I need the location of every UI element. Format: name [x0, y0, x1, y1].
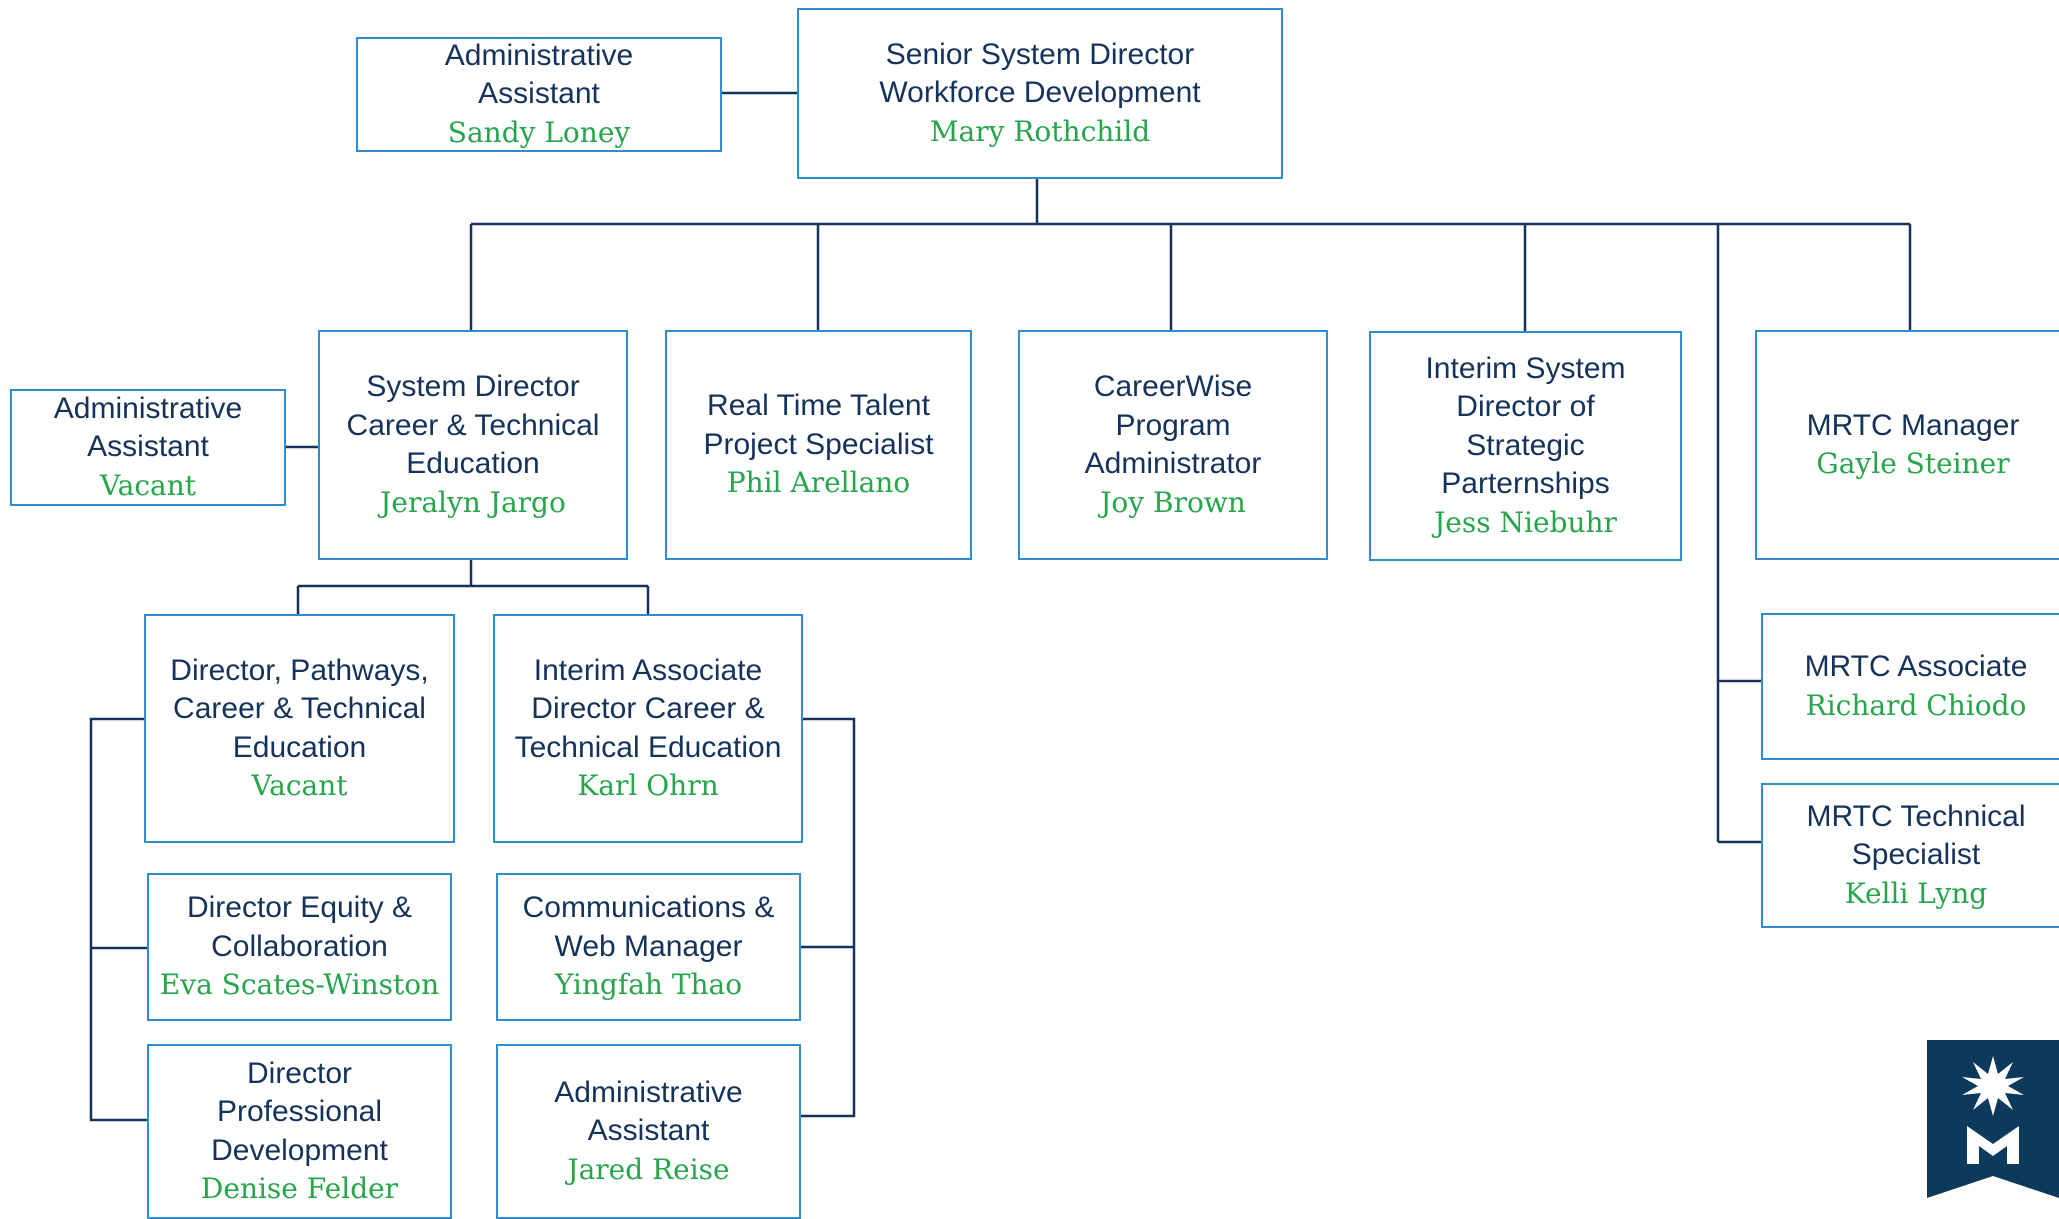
box-mrtc-associate: MRTC Associate Richard Chiodo: [1761, 613, 2059, 760]
role-title: Director Equity & Collaboration: [186, 891, 413, 963]
person-name: Kelli Lyng: [1844, 876, 1988, 910]
box-system-director-cte: System Director Career & Technical Educa…: [318, 330, 628, 560]
role-title: Director, Pathways, Career & Technical E…: [170, 653, 429, 764]
person-name: Yingfah Thao: [554, 968, 743, 1002]
role-title: Interim System Director of Strategic Par…: [1425, 351, 1626, 501]
role-title: Director Professional Development: [211, 1056, 388, 1167]
role-title: Administrative Assistant: [444, 38, 634, 111]
box-admin-assistant-top: Administrative Assistant Sandy Loney: [356, 37, 722, 152]
person-name: Vacant: [99, 468, 196, 502]
box-director-equity: Director Equity & Collaboration Eva Scat…: [147, 873, 452, 1021]
box-mrtc-technical-specialist: MRTC Technical Specialist Kelli Lyng: [1761, 783, 2059, 928]
role-title: MRTC Manager: [1806, 408, 2020, 442]
person-name: Eva Scates-Winston: [159, 968, 440, 1002]
role-title: Interim Associate Director Career & Tech…: [514, 653, 782, 764]
person-name: Mary Rothchild: [929, 114, 1151, 148]
role-title: CareerWise Program Administrator: [1084, 370, 1262, 480]
role-title: MRTC Associate: [1804, 650, 2028, 683]
role-title: Administrative Assistant: [554, 1075, 743, 1148]
person-name: Vacant: [251, 769, 348, 802]
person-name: Phil Arellano: [726, 466, 911, 500]
box-admin-assistant-left: Administrative Assistant Vacant: [10, 389, 286, 506]
box-admin-assistant-bottom: Administrative Assistant Jared Reise: [496, 1044, 801, 1219]
role-title: Communications & Web Manager: [522, 891, 775, 963]
role-title: Senior System Director Workforce Develop…: [879, 37, 1201, 110]
box-interim-associate-director: Interim Associate Director Career & Tech…: [493, 614, 803, 843]
person-name: Karl Ohrn: [577, 769, 719, 802]
role-title: Real Time Talent Project Specialist: [703, 389, 934, 461]
box-senior-system-director: Senior System Director Workforce Develop…: [797, 8, 1283, 179]
box-communications-web: Communications & Web Manager Yingfah Tha…: [496, 873, 801, 1021]
box-strategic-partnerships: Interim System Director of Strategic Par…: [1369, 331, 1682, 561]
box-director-professional-development: Director Professional Development Denise…: [147, 1044, 452, 1219]
box-real-time-talent: Real Time Talent Project Specialist Phil…: [665, 330, 972, 560]
role-title: System Director Career & Technical Educa…: [346, 370, 600, 480]
person-name: Denise Felder: [200, 1172, 399, 1205]
box-careerwise: CareerWise Program Administrator Joy Bro…: [1018, 330, 1328, 560]
role-title: MRTC Technical Specialist: [1806, 799, 2026, 872]
box-director-pathways: Director, Pathways, Career & Technical E…: [144, 614, 455, 843]
minnesota-state-logo-icon: [1927, 1040, 2059, 1198]
person-name: Richard Chiodo: [1805, 688, 2027, 722]
person-name: Jared Reise: [567, 1152, 730, 1186]
role-title: Administrative Assistant: [53, 391, 243, 464]
person-name: Jess Niebuhr: [1434, 505, 1617, 539]
box-mrtc-manager: MRTC Manager Gayle Steiner: [1755, 330, 2059, 560]
person-name: Joy Brown: [1100, 485, 1246, 519]
person-name: Gayle Steiner: [1816, 447, 2010, 480]
person-name: Jeralyn Jargo: [380, 485, 566, 519]
person-name: Sandy Loney: [447, 115, 631, 149]
